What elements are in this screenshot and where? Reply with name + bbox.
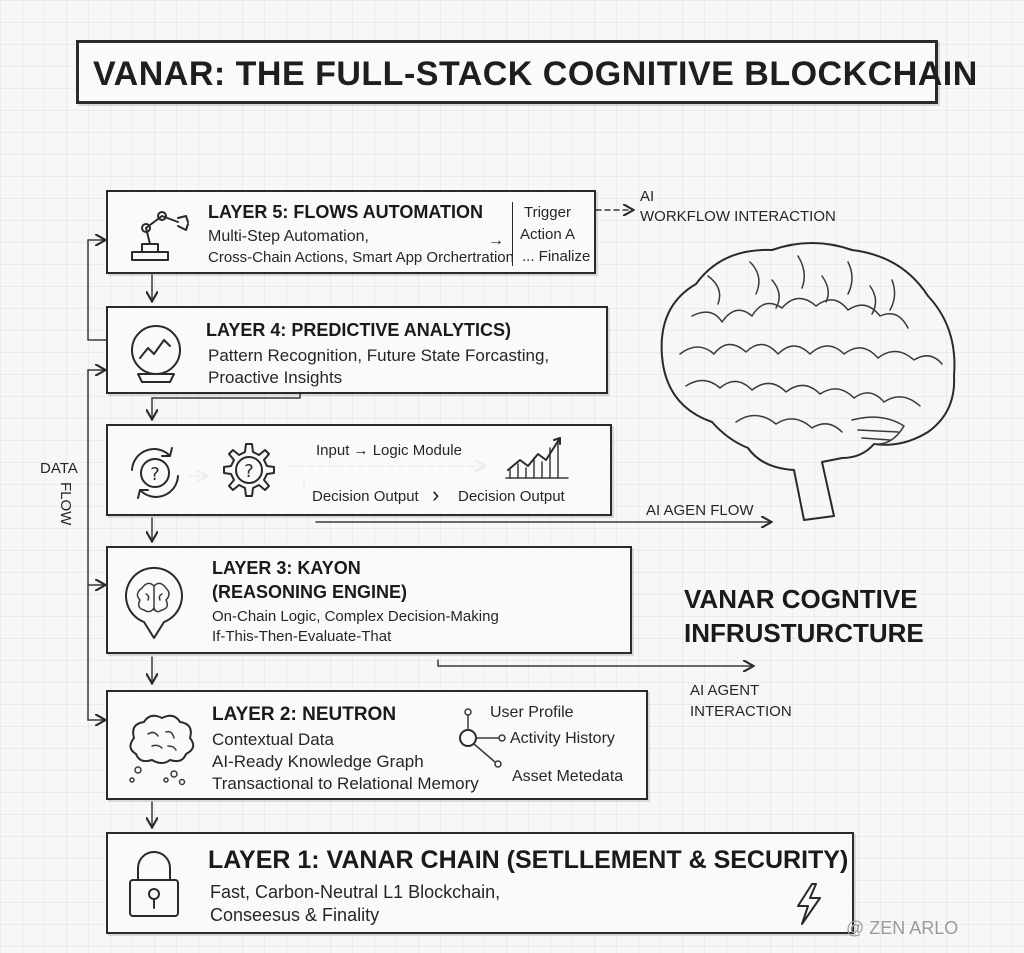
chevron-right-icon: › xyxy=(432,482,440,507)
layer1-box: LAYER 1: VANAR CHAIN (SETLLEMENT & SECUR… xyxy=(106,832,854,934)
layer5-arrow: → xyxy=(488,232,504,249)
layer2-line2: AI-Ready Knowledge Graph xyxy=(212,752,424,771)
brain-pin-icon xyxy=(125,566,183,639)
graph-node-activity-history: Activity History xyxy=(510,730,615,747)
layer3-heading2: (REASONING ENGINE) xyxy=(212,582,408,602)
graph-node-user-profile: User Profile xyxy=(490,704,574,721)
padlock-icon xyxy=(129,851,179,917)
svg-text:?: ? xyxy=(150,464,160,485)
graph-node-asset-metadata: Asset Metedata xyxy=(512,768,624,785)
step-action-a: Action A xyxy=(520,226,576,243)
layer5-line2: Cross-Chain Actions, Smart App Orchertra… xyxy=(208,249,514,266)
ai-agent-flow-label: AI AGEN FLOW xyxy=(646,502,754,519)
gear-icon: ? xyxy=(223,443,275,497)
logic-module-box: ? ? Input → Logic Module Decision Output… xyxy=(106,424,612,516)
layer2-heading: LAYER 2: NEUTRON xyxy=(212,704,397,725)
layer3-heading1: LAYER 3: KAYON xyxy=(212,558,361,578)
decision-output-b: Decision Output xyxy=(458,488,565,505)
layer3-line1: On-Chain Logic, Complex Decision-Making xyxy=(212,608,499,625)
layer5-heading: LAYER 5: FLOWS AUTOMATION xyxy=(208,202,484,222)
ai-workflow-line2: WORKFLOW INTERACTION xyxy=(640,208,836,225)
input-logic-label: Input → Logic Module xyxy=(316,442,462,459)
layer2-box: LAYER 2: NEUTRON Contextual Data AI-Read… xyxy=(106,690,648,800)
step-finalize: ... Finalize xyxy=(522,248,591,265)
layer3-box: LAYER 3: KAYON (REASONING ENGINE) On-Cha… xyxy=(106,546,632,654)
layer5-line1: Multi-Step Automation, xyxy=(208,228,369,245)
ai-agent-interaction-line2: INTERACTION xyxy=(690,703,792,720)
layer4-heading: LAYER 4: PREDICTIVE ANALYTICS) xyxy=(206,320,512,340)
title-box: VANAR: THE FULL-STACK COGNITIVE BLOCKCHA… xyxy=(76,40,977,104)
brain-illustration xyxy=(660,242,956,521)
question-cycle-icon: ? xyxy=(131,447,179,499)
ai-workflow-line1: AI xyxy=(640,188,655,205)
thought-cloud-icon xyxy=(129,714,195,786)
robot-arm-icon xyxy=(131,211,189,261)
step-trigger: Trigger xyxy=(524,204,571,221)
layer1-line1: Fast, Carbon-Neutral L1 Blockchain, xyxy=(210,882,501,902)
data-flow-label-line2: FLOW xyxy=(57,482,74,526)
watermark: @ ZEN ARLO xyxy=(846,918,959,938)
layer5-box: LAYER 5: FLOWS AUTOMATION Multi-Step Aut… xyxy=(106,190,596,274)
svg-text:?: ? xyxy=(244,461,254,482)
steps-divider xyxy=(512,202,513,266)
layer4-line2: Proactive Insights xyxy=(208,368,343,387)
decision-output-a: Decision Output xyxy=(312,488,419,505)
cognitive-infra-line2: INFRUSTURCTURE xyxy=(684,618,924,648)
crystal-ball-icon xyxy=(131,325,181,383)
layer4-box: LAYER 4: PREDICTIVE ANALYTICS) Pattern R… xyxy=(106,306,608,394)
layer2-line1: Contextual Data xyxy=(212,730,334,749)
layer1-heading: LAYER 1: VANAR CHAIN (SETLLEMENT & SECUR… xyxy=(208,846,849,874)
lightning-bolt-icon xyxy=(797,883,821,925)
knowledge-graph-icon xyxy=(459,708,506,768)
layer3-line2: If-This-Then-Evaluate-That xyxy=(212,628,392,645)
data-flow-label-line1: DATA xyxy=(40,460,78,477)
layer2-line3: Transactional to Relational Memory xyxy=(212,774,479,793)
cognitive-infra-line1: VANAR COGNTIVE xyxy=(684,584,918,614)
trend-chart-icon xyxy=(505,437,569,479)
layer4-line1: Pattern Recognition, Future State Forcas… xyxy=(208,346,550,365)
layer1-line2: Conseesus & Finality xyxy=(210,905,380,925)
ai-agent-interaction-line1: AI AGENT xyxy=(690,682,760,699)
page-title: VANAR: THE FULL-STACK COGNITIVE BLOCKCHA… xyxy=(93,55,978,93)
